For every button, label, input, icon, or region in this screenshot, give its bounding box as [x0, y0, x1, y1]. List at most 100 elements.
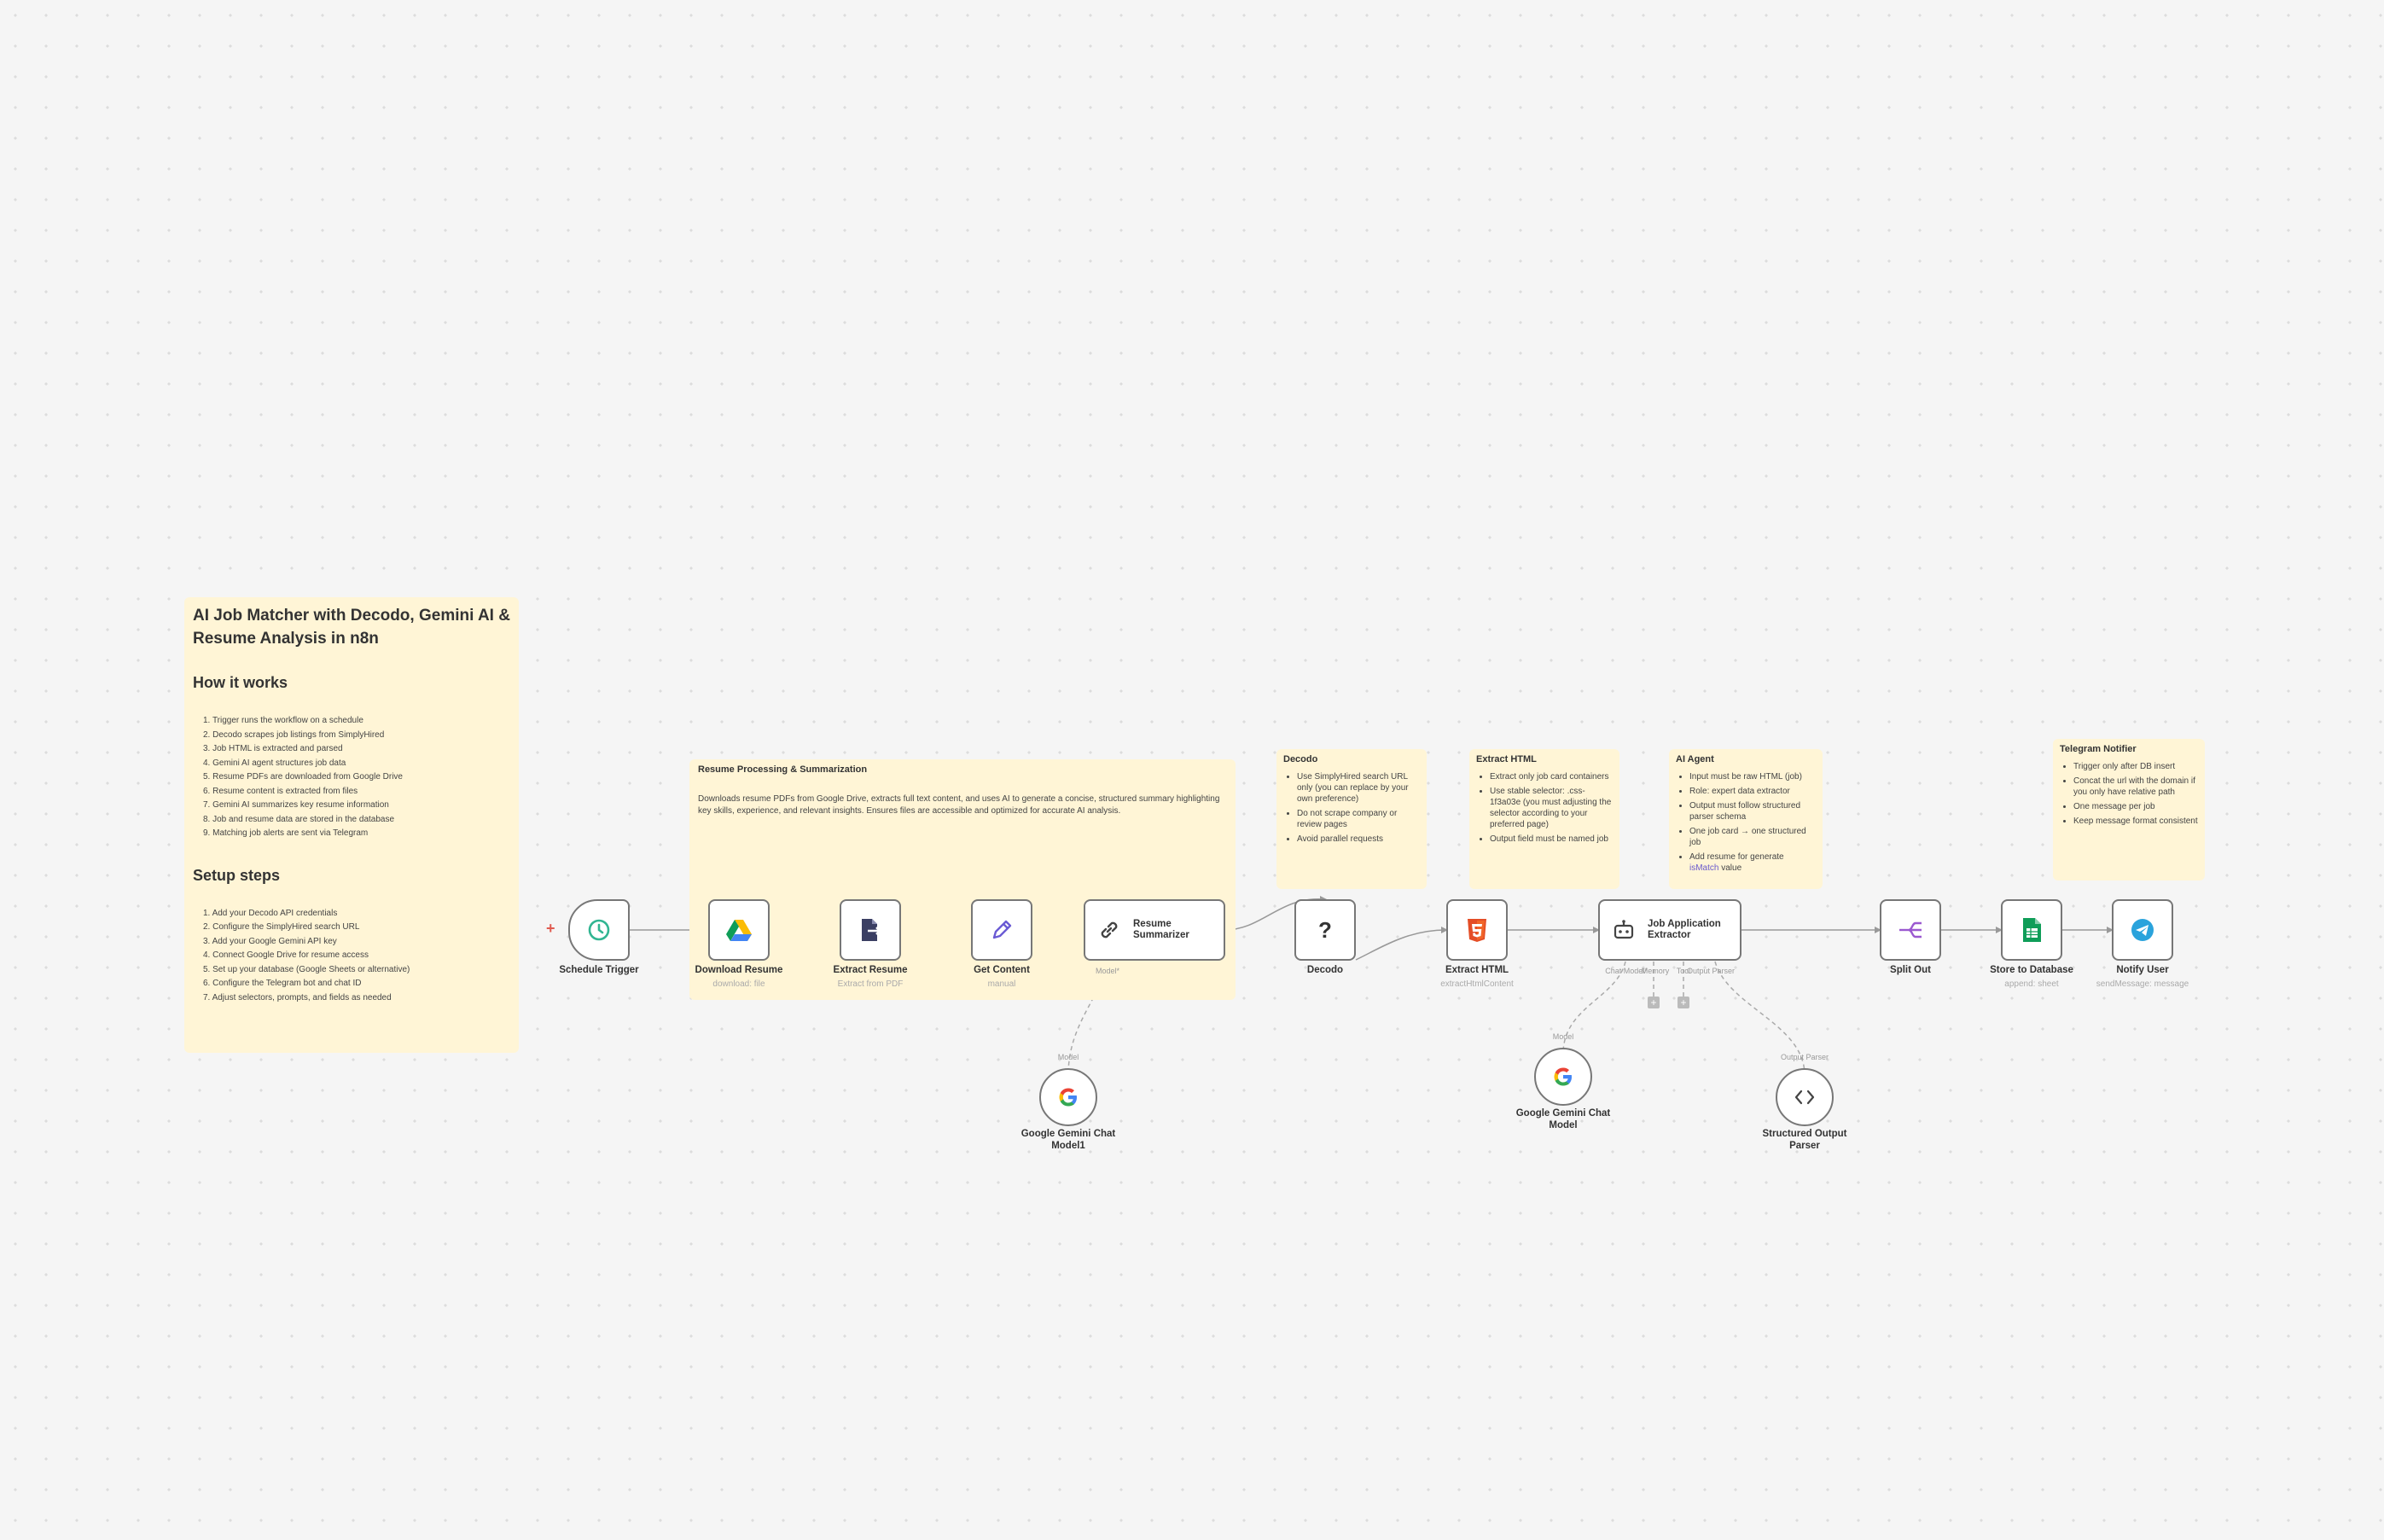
extract-note-item: Output field must be named job	[1490, 834, 1613, 845]
decodo-note-title: Decodo	[1283, 754, 1318, 764]
split-out-label: Split Out	[1890, 965, 1931, 975]
pencil-icon	[992, 920, 1012, 939]
extract-html-node[interactable]	[1446, 899, 1508, 961]
store-to-database-label: Store to Database	[1990, 965, 2073, 975]
decodo-note-list: Use SimplyHired search URL only (you can…	[1283, 771, 1420, 845]
agent-note-list: Input must be raw HTML (job) Role: exper…	[1676, 771, 1816, 874]
telegram-note-item: Trigger only after DB insert	[2073, 761, 2198, 772]
extract-resume-node[interactable]	[840, 899, 901, 961]
add-memory-button[interactable]: +	[1648, 997, 1660, 1008]
how-it-works-list: 1. Trigger runs the workflow on a schedu…	[193, 714, 510, 841]
workflow-title: AI Job Matcher with Decodo, Gemini AI & …	[193, 607, 510, 648]
connection-parser-agent	[1714, 961, 1805, 1076]
store-to-database-node[interactable]	[2001, 899, 2062, 961]
resume-summarizer-node[interactable]: Resume Summarizer	[1084, 899, 1225, 961]
gemini-chat-model1-label: Google Gemini Chat Model1	[1020, 1129, 1116, 1151]
gemini-chat-model-label: Google Gemini Chat Model	[1515, 1108, 1611, 1130]
gemini-chat-model-node[interactable]	[1534, 1048, 1592, 1106]
add-trigger-button[interactable]: +	[546, 920, 555, 937]
store-to-database-subtitle: append: sheet	[2004, 979, 2059, 989]
summarizer-model-port-label: Model*	[1095, 967, 1120, 975]
setup-steps-heading: Setup steps	[193, 866, 281, 884]
telegram-note-item: Keep message format consistent	[2073, 816, 2198, 827]
how-step: 3. Job HTML is extracted and parsed	[203, 744, 343, 753]
how-step: 7. Gemini AI summarizes key resume infor…	[203, 800, 389, 810]
resume-summarizer-label: Resume Summarizer	[1133, 919, 1189, 940]
setup-step: 1. Add your Decodo API credentials	[203, 908, 338, 918]
telegram-sticky-note[interactable]: Telegram Notifier Trigger only after DB …	[2053, 739, 2205, 880]
download-resume-node[interactable]	[708, 899, 770, 961]
main-sticky-note[interactable]: AI Job Matcher with Decodo, Gemini AI & …	[184, 597, 519, 1053]
resume-note-body: Downloads resume PDFs from Google Drive,…	[698, 794, 1220, 816]
extract-html-subtitle: extractHtmlContent	[1440, 979, 1514, 989]
structured-output-parser-node[interactable]	[1776, 1068, 1834, 1126]
agent-note-item: Output must follow structured parser sch…	[1689, 800, 1816, 822]
notify-user-subtitle: sendMessage: message	[2096, 979, 2189, 989]
connection-gemini2-agent	[1562, 961, 1626, 1055]
robot-icon	[1614, 920, 1634, 939]
schedule-trigger-label: Schedule Trigger	[559, 965, 639, 975]
connection-gemini1-summarizer	[1067, 961, 1108, 1076]
setup-step: 7. Adjust selectors, prompts, and fields…	[203, 992, 392, 1002]
gemini-chat-model1-node[interactable]	[1039, 1068, 1097, 1126]
setup-steps-list: 1. Add your Decodo API credentials 2. Co…	[193, 907, 510, 1006]
link-icon	[1101, 921, 1118, 939]
question-icon: ?	[1318, 917, 1332, 943]
decodo-sticky-note[interactable]: Decodo Use SimplyHired search URL only (…	[1276, 749, 1427, 889]
memory-port-label: Memory	[1641, 967, 1670, 975]
is-match-code: isMatch	[1689, 863, 1719, 873]
tool-port-label: Tool	[1676, 967, 1691, 975]
agent-note-item: One job card → one structured job	[1689, 826, 1816, 848]
split-out-node[interactable]	[1880, 899, 1941, 961]
telegram-note-item: One message per job	[2073, 801, 2198, 812]
google-icon	[1059, 1088, 1077, 1107]
extract-note-title: Extract HTML	[1476, 754, 1537, 764]
how-step: 1. Trigger runs the workflow on a schedu…	[203, 716, 363, 725]
setup-step: 4. Connect Google Drive for resume acces…	[203, 950, 369, 960]
setup-step: 3. Add your Google Gemini API key	[203, 936, 337, 946]
gemini1-port-label: Model	[1057, 1053, 1079, 1061]
file-export-icon	[862, 919, 881, 941]
value-text: value	[1718, 863, 1742, 873]
get-content-node[interactable]	[971, 899, 1032, 961]
google-sheets-icon	[2023, 918, 2041, 942]
download-resume-label: Download Resume	[695, 965, 783, 975]
extract-resume-subtitle: Extract from PDF	[837, 979, 904, 989]
connection-decodo-extracthtml	[1355, 929, 1447, 961]
notify-user-node[interactable]	[2112, 899, 2173, 961]
how-step: 9. Matching job alerts are sent via Tele…	[203, 828, 369, 838]
svg-text:?: ?	[1318, 917, 1332, 943]
clock-icon	[588, 919, 610, 941]
telegram-note-list: Trigger only after DB insert Concat the …	[2060, 761, 2198, 827]
how-step: 8. Job and resume data are stored in the…	[203, 814, 395, 824]
structured-output-parser-label: Structured Output Parser	[1762, 1129, 1847, 1151]
job-application-extractor-label: Job Application Extractor	[1648, 919, 1721, 940]
job-application-extractor-node[interactable]: Job Application Extractor	[1598, 899, 1741, 961]
agent-note-item: Input must be raw HTML (job)	[1689, 771, 1816, 782]
resume-note-title: Resume Processing & Summarization	[698, 764, 868, 775]
setup-step: 5. Set up your database (Google Sheets o…	[203, 964, 410, 974]
code-brackets-icon	[1794, 1090, 1815, 1105]
add-tool-button[interactable]: +	[1678, 997, 1689, 1008]
decodo-note-item: Avoid parallel requests	[1297, 834, 1420, 845]
split-icon	[1899, 921, 1922, 939]
ai-agent-sticky-note[interactable]: AI Agent Input must be raw HTML (job) Ro…	[1669, 749, 1823, 889]
agent-note-item: Role: expert data extractor	[1689, 786, 1816, 797]
extract-html-label: Extract HTML	[1445, 965, 1509, 975]
decodo-node[interactable]: ?	[1294, 899, 1356, 961]
get-content-label: Get Content	[974, 965, 1030, 975]
how-step: 2. Decodo scrapes job listings from Simp…	[203, 729, 385, 740]
agent-note-title: AI Agent	[1676, 754, 1714, 764]
how-step: 6. Resume content is extracted from file…	[203, 786, 358, 796]
chat-model-port-label: Chat Model*	[1605, 967, 1648, 975]
telegram-note-title: Telegram Notifier	[2060, 744, 2137, 754]
schedule-trigger-node[interactable]	[568, 899, 630, 961]
extract-html-sticky-note[interactable]: Extract HTML Extract only job card conta…	[1469, 749, 1619, 889]
decodo-note-item: Use SimplyHired search URL only (you can…	[1297, 771, 1420, 805]
agent-note-item-text: Add resume for generate	[1689, 852, 1784, 862]
get-content-subtitle: manual	[987, 979, 1016, 989]
parser-port-label: Output Parser	[1780, 1053, 1829, 1061]
decodo-note-item: Do not scrape company or review pages	[1297, 808, 1420, 830]
telegram-note-item: Concat the url with the domain if you on…	[2073, 776, 2198, 798]
